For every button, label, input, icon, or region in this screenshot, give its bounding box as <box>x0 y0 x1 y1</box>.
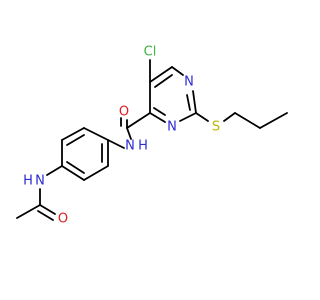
bond-ar4-nh <box>46 165 63 176</box>
bond-s-ch2 <box>223 112 236 122</box>
atom-n-acetamido-label: N <box>35 174 45 189</box>
bond-c5-c6 <box>149 66 173 83</box>
bond-n1-c2 <box>192 90 197 114</box>
bond-ar2-ar3-double <box>66 134 85 146</box>
atom-n3-label: N <box>167 120 177 135</box>
bond-ar2-ar3 <box>61 127 85 141</box>
bond-cacetyl-ch3 <box>16 204 41 219</box>
bond-c2-s <box>195 112 209 122</box>
bond-ch2-ch2 <box>234 112 261 129</box>
atom-n-amide-label: N <box>125 139 135 154</box>
atom-cl-label: Cl <box>144 45 157 60</box>
bond-c2-n3 <box>179 112 197 122</box>
atom-h-amide-label: H <box>138 139 148 154</box>
bond-n3-c4-double <box>153 107 166 116</box>
bond-cacetyl-o <box>39 204 56 215</box>
bonds-layer <box>16 59 288 221</box>
atom-o-amide-label: O <box>119 105 129 120</box>
bond-n3-c4 <box>149 112 166 123</box>
bond-n1-c2-double <box>186 94 191 111</box>
bond-ar1-ar2 <box>83 127 109 141</box>
atom-o-acetyl-label: O <box>58 212 68 227</box>
bond-c4-camide <box>126 112 151 129</box>
bond-n-aryl <box>107 139 125 149</box>
bond-cacetyl-o-double <box>37 210 54 221</box>
bond-ar4-ar5 <box>61 165 85 181</box>
atom-n1-label: N <box>184 75 194 90</box>
atom-labels-layer: Cl N N S O N H H N O <box>23 45 220 227</box>
atom-s-label: S <box>212 120 220 135</box>
bond-ar4-ar5-double <box>66 161 85 174</box>
bond-ar5-ar6 <box>83 165 109 181</box>
bond-c6-n1 <box>171 66 184 76</box>
bond-ch2-ch3 <box>259 112 288 129</box>
bond-camide-n <box>126 127 132 140</box>
molecule-structure: Cl N N S O N H H N O <box>16 45 288 227</box>
atom-h-acetamido-label: H <box>23 174 33 189</box>
bond-c5-c6-double <box>154 74 173 88</box>
